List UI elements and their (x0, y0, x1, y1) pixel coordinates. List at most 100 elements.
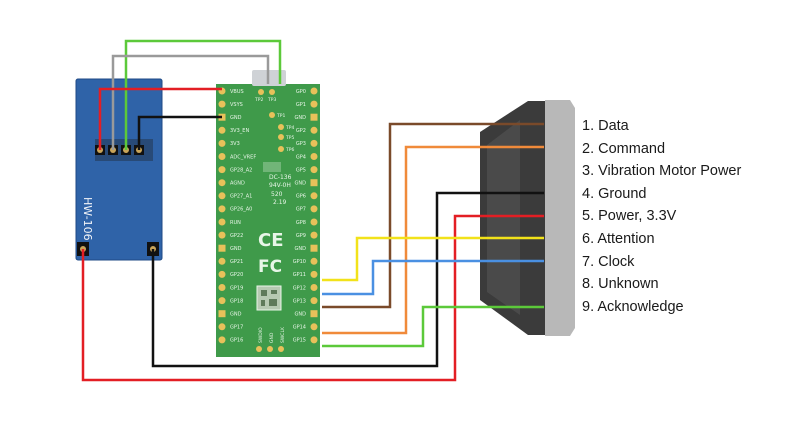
pico-right-pin-label: GP1 (296, 102, 306, 108)
pico-left-pin-label: GND (230, 115, 242, 121)
legend-item: 4. Ground (582, 185, 647, 202)
wire-yellow-attention (322, 236, 544, 282)
pico-right-pad (310, 244, 318, 252)
pico-right-pad (310, 218, 318, 226)
pico-left-pin-label: GND (230, 312, 242, 318)
pico-right-pin-label: GP13 (293, 298, 306, 304)
recycle-mark-box (263, 162, 281, 172)
pico-right-pad (310, 113, 318, 121)
pico-right-pad (310, 87, 318, 95)
pico-left-pin-label: GP27_A1 (230, 194, 252, 200)
wire-brown-data (322, 122, 544, 309)
pico-left-pin-labels: VBUSVSYSGND3V3_EN3V3ADC_VREFGP28_A2AGNDG… (230, 89, 256, 344)
pico-left-pin-label: GP28_A2 (230, 167, 252, 173)
pico-right-pin-label: GND (295, 115, 307, 121)
pico-left-pad (218, 218, 226, 226)
pico-left-pad (218, 257, 226, 265)
qr-pattern (261, 290, 277, 306)
wire-gray-top (111, 54, 270, 150)
pico-left-pin-label: GP21 (230, 259, 243, 265)
legend-item: 5. Power, 3.3V (582, 208, 677, 225)
pico-right-pad (310, 166, 318, 174)
pico-left-pin-label: GP26_A0 (230, 207, 252, 213)
pico-left-pad (218, 139, 226, 147)
pico-left-pads (218, 87, 226, 344)
pico-right-pin-label: GP8 (296, 220, 306, 226)
legend-item: 1. Data (582, 118, 629, 134)
pico-silkscreen: DC-136 94V-0H 520 2.19 CE FC (256, 162, 292, 311)
legend-item: 7. Clock (582, 253, 635, 270)
legend-item: 6. Attention (582, 230, 655, 247)
pico-right-pin-label: GND (295, 246, 307, 252)
pico-right-pin-label: GP4 (296, 154, 306, 160)
legend-item: 2. Command (582, 140, 666, 157)
pico-right-pad (310, 139, 318, 147)
pico-left-pin-label: GND (230, 246, 242, 252)
wire-green-acknowledge (322, 305, 544, 348)
tp5-label: TP5 (285, 135, 294, 141)
pico-right-pin-label: GP3 (296, 141, 306, 147)
pico-left-pad (218, 166, 226, 174)
pico-right-pin-label: GP12 (293, 285, 306, 291)
pico-pcb (216, 84, 320, 357)
pico-left-pin-label: GP16 (230, 338, 243, 344)
pico-left-pad (218, 205, 226, 213)
pico-left-pin-label: 3V3_EN (230, 128, 249, 134)
pin-legend: 1. Data 2. Command 3. Vibration Motor Po… (582, 116, 741, 319)
pico-right-pin-label: GP10 (293, 259, 306, 265)
hw106-label: HW-106 (81, 197, 94, 241)
pico-left-pad (218, 244, 226, 252)
pico-left-pin-label: GP22 (230, 233, 243, 239)
wires (81, 39, 544, 382)
pico-right-pad (310, 270, 318, 278)
pico-right-pad (310, 153, 318, 160)
legend-item: 3. Vibration Motor Power (582, 163, 742, 180)
pico-right-pad (310, 192, 318, 200)
pico-left-pin-label: GP19 (230, 285, 243, 291)
pico-right-pin-label: GND (295, 312, 307, 318)
ce-mark: CE (258, 230, 284, 251)
wire-blue-clock (322, 259, 544, 296)
tp1-label: TP1 (276, 113, 285, 119)
board-code: DC-136 (269, 174, 292, 181)
pico-right-pad (310, 100, 318, 108)
controller-connector (480, 100, 575, 336)
gnd-debug-label: GND (269, 332, 275, 343)
swdio-label: SWDIO (258, 327, 264, 343)
tp2-pad (258, 89, 264, 95)
pico-right-pin-label: GP7 (296, 207, 306, 213)
pico-right-pin-label: GND (295, 181, 307, 187)
pico-left-pad (218, 153, 226, 160)
tp2-label: TP2 (254, 97, 263, 103)
pico-left-pad (218, 231, 226, 239)
pico-left-pad (218, 336, 226, 344)
pico-left-pin-label: GP17 (230, 325, 243, 331)
pico-test-points: TP1 TP4 TP5 TP6 (269, 112, 294, 153)
wire-black-ground (151, 191, 544, 368)
pico-right-pad (310, 179, 318, 187)
pico-left-pad (218, 323, 226, 331)
pico-debug-pads: SWDIO GND SWCLK (256, 326, 286, 352)
pico-right-pin-label: GP9 (296, 233, 306, 239)
wire-red-power (81, 214, 544, 382)
pico-right-pad (310, 336, 318, 344)
pico-right-pad (310, 126, 318, 134)
pico-left-pin-label: RUN (230, 220, 241, 226)
pico-left-pad (218, 297, 226, 305)
pico-right-pin-label: GP6 (296, 194, 306, 200)
pico-right-pad (310, 205, 318, 213)
pico-left-pin-label: 3V3 (230, 141, 240, 147)
pico-left-pad (218, 310, 226, 318)
tp3-pad (269, 89, 275, 95)
legend-item: 8. Unknown (582, 276, 659, 293)
pico-right-pin-labels: GP0GP1GNDGP2GP3GP4GP5GNDGP6GP7GP8GP9GNDG… (293, 89, 306, 344)
pico-right-pad (310, 284, 318, 291)
pico-left-pad (218, 100, 226, 108)
board-code-2: 94V-0H (269, 182, 291, 189)
pico-left-pad (218, 126, 226, 134)
swclk-label: SWCLK (280, 326, 286, 343)
pico-left-pin-label: AGND (230, 181, 245, 187)
pico-right-pad (310, 310, 318, 318)
pico-left-pin-label: VBUS (230, 89, 244, 95)
